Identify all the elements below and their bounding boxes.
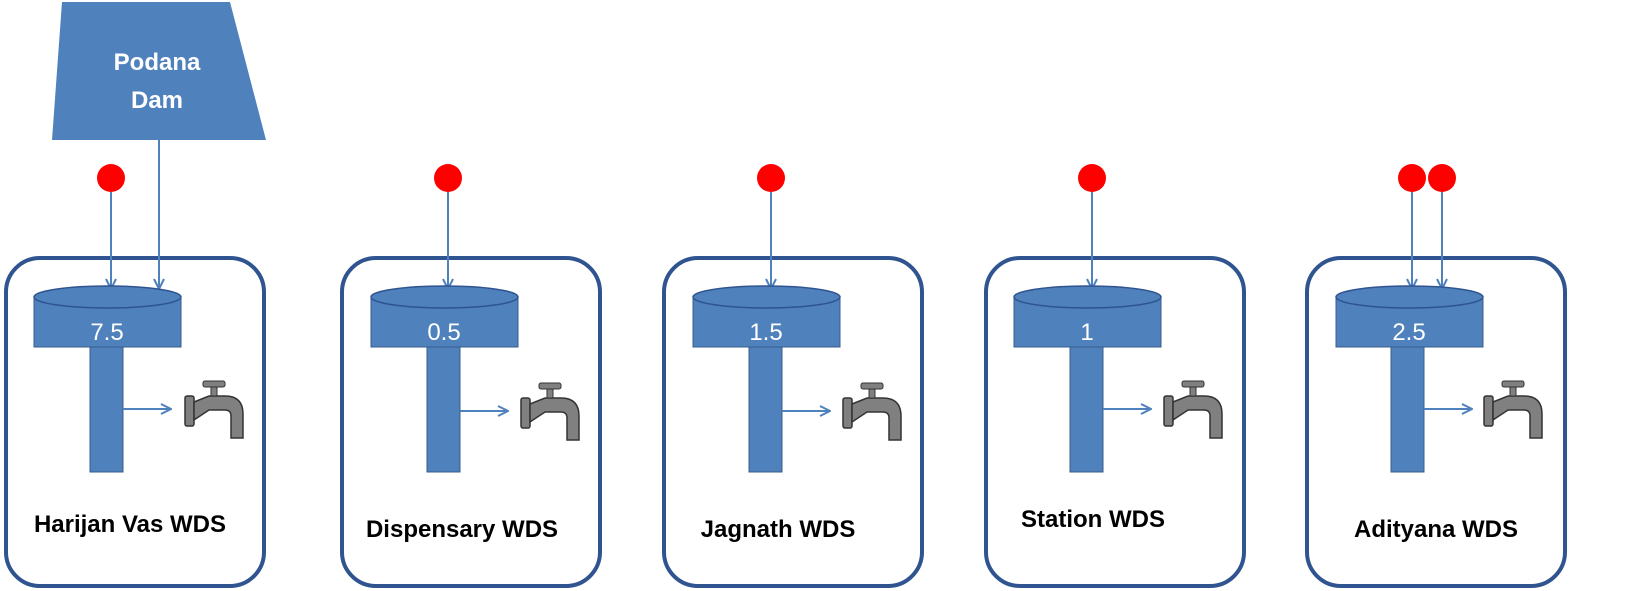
- station-name: Dispensary WDS: [366, 516, 558, 543]
- tank-capacity: 7.5: [90, 319, 123, 346]
- dam-label-line1: Podana: [114, 49, 201, 76]
- tank-pipe: [1390, 345, 1425, 473]
- tank-capacity: 2.5: [1392, 319, 1425, 346]
- input-point-dot: [757, 164, 785, 192]
- tank-top: [1013, 285, 1162, 309]
- tank-pipe: [748, 345, 783, 473]
- station-jagnath: 1.5 Jagnath WDS: [662, 164, 924, 588]
- faucet-icon: [184, 380, 244, 439]
- station-name: Adityana WDS: [1354, 516, 1518, 543]
- input-point-dot: [1398, 164, 1426, 192]
- station-name: Harijan Vas WDS: [34, 511, 226, 538]
- input-point-dot: [434, 164, 462, 192]
- station-box: [662, 256, 924, 588]
- tank-top: [33, 285, 182, 309]
- input-point-dot: [1428, 164, 1456, 192]
- station-box: [4, 256, 266, 588]
- station-harijan-vas: 7.5 Harijan Vas WDS: [4, 140, 266, 588]
- station-name: Station WDS: [1021, 506, 1165, 533]
- tank-top: [1335, 285, 1484, 309]
- station-box: [984, 256, 1246, 588]
- tank-capacity: 1.5: [749, 319, 782, 346]
- station-box: [1305, 256, 1567, 588]
- station-name: Jagnath WDS: [701, 516, 856, 543]
- faucet-icon: [520, 382, 580, 441]
- tank-pipe: [1069, 345, 1104, 473]
- tank-top: [370, 285, 519, 309]
- faucet-icon: [1483, 380, 1543, 439]
- station-station: 1 Station WDS: [984, 164, 1246, 588]
- faucet-icon: [1163, 380, 1223, 439]
- faucet-icon: [842, 382, 902, 441]
- station-adityana: 2.5 Adityana WDS: [1305, 164, 1567, 588]
- podana-dam: Podana Dam: [52, 2, 266, 140]
- station-box: [340, 256, 602, 588]
- tank-capacity: 0.5: [427, 319, 460, 346]
- tank-top: [692, 285, 841, 309]
- dam-label-line2: Dam: [131, 87, 183, 114]
- tank-pipe: [426, 345, 461, 473]
- input-point-dot: [1078, 164, 1106, 192]
- tank-pipe: [89, 345, 124, 473]
- station-dispensary: 0.5 Dispensary WDS: [340, 164, 602, 588]
- dam-shape: [52, 2, 266, 140]
- input-point-dot: [97, 164, 125, 192]
- tank-capacity: 1: [1080, 319, 1093, 346]
